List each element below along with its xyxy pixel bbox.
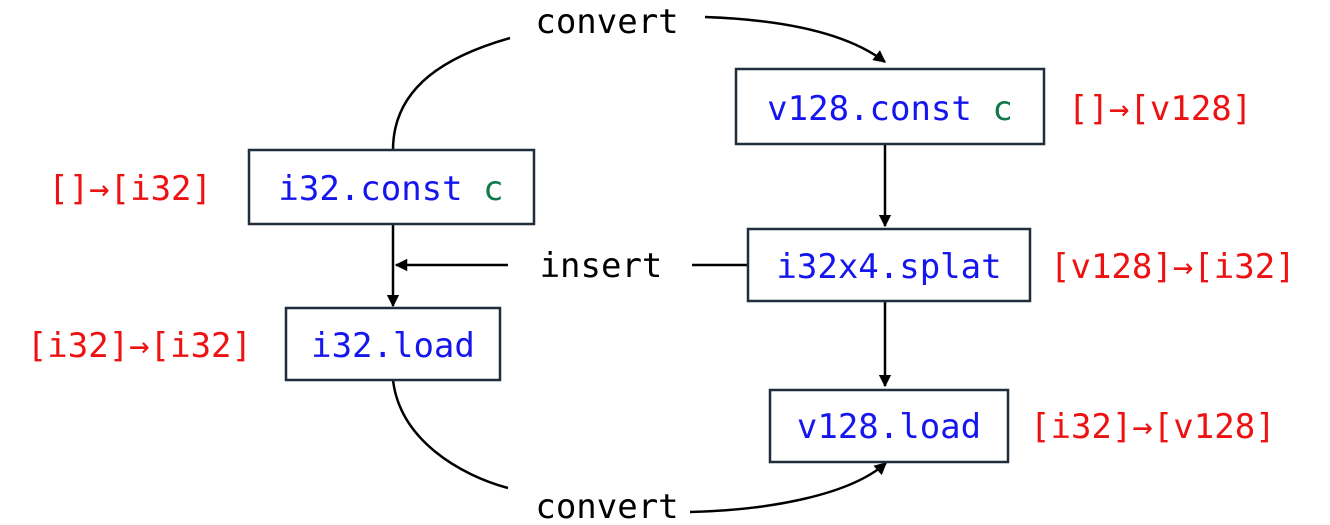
convert-top-right-arrow — [704, 15, 886, 63]
svg-text:i32.const c: i32.const c — [278, 169, 503, 209]
i32-const-arg: c — [483, 169, 503, 209]
node-i32-const: i32.const c — [247, 148, 536, 226]
convert-bottom-right-arrow — [689, 462, 887, 514]
svg-text:v128.const c: v128.const c — [767, 89, 1013, 129]
v128-const-signature: []→[v128] — [1068, 89, 1252, 129]
node-i32x4-splat: i32x4.splat — [746, 227, 1032, 303]
node-i32-load: i32.load — [284, 306, 502, 382]
i32x4-splat-op: i32x4.splat — [776, 247, 1001, 287]
convert-top-left-curve — [391, 36, 511, 151]
i32-load-signature: [i32]→[i32] — [27, 326, 252, 366]
convert-bottom-label: convert — [535, 487, 678, 525]
node-v128-load: v128.load — [768, 388, 1010, 464]
node-v128-const: v128.const c — [734, 67, 1046, 146]
v128-const-op: v128.const — [767, 89, 972, 129]
insert-label: insert — [540, 246, 663, 286]
v128-load-op: v128.load — [797, 407, 981, 447]
convert-top-label: convert — [535, 2, 678, 42]
v128-const-arg: c — [992, 89, 1012, 129]
i32-const-op: i32.const — [278, 169, 462, 209]
i32-const-signature: []→[i32] — [48, 169, 212, 209]
i32-load-op: i32.load — [311, 326, 475, 366]
i32x4-splat-signature: [v128]→[i32] — [1050, 247, 1296, 287]
convert-bottom-left-curve — [391, 379, 509, 490]
v128-load-signature: [i32]→[v128] — [1030, 407, 1276, 447]
